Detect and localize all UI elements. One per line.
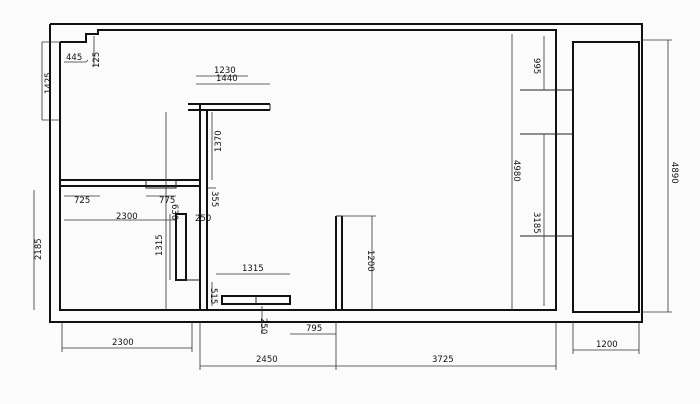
dim-125: 125 bbox=[92, 52, 102, 68]
dim-2185: 2185 bbox=[34, 238, 44, 260]
dim-1200-horizontal: 1200 bbox=[596, 340, 618, 350]
outer-walls bbox=[49, 23, 643, 323]
dim-775: 775 bbox=[159, 196, 175, 206]
dim-4980: 4980 bbox=[511, 160, 521, 182]
dim-445: 445 bbox=[66, 53, 82, 63]
dimension-labels: 445 125 1425 1230 1440 1370 725 775 355 … bbox=[34, 52, 679, 365]
dim-725: 725 bbox=[74, 196, 90, 206]
dim-250-b: 250 bbox=[258, 318, 268, 334]
dimension-lines bbox=[33, 34, 672, 370]
dim-2450: 2450 bbox=[256, 355, 278, 365]
dim-1200-vertical: 1200 bbox=[365, 250, 375, 272]
dim-1440: 1440 bbox=[216, 74, 238, 84]
dim-515: 515 bbox=[208, 288, 218, 304]
dim-1315-vertical: 1315 bbox=[155, 234, 165, 256]
right-storage-block bbox=[520, 41, 640, 313]
interior-walls bbox=[60, 103, 343, 310]
dim-1230: 1230 bbox=[214, 66, 236, 76]
dim-250-a: 250 bbox=[195, 214, 211, 224]
dim-3185: 3185 bbox=[531, 212, 541, 234]
dim-795: 795 bbox=[306, 324, 322, 334]
dim-2300-a: 2300 bbox=[116, 212, 138, 222]
dim-3725: 3725 bbox=[432, 355, 454, 365]
dim-1315-horizontal: 1315 bbox=[242, 264, 264, 274]
dim-630: 630 bbox=[169, 204, 179, 220]
dim-355: 355 bbox=[209, 191, 219, 207]
dim-1425: 1425 bbox=[44, 72, 54, 94]
dim-4890: 4890 bbox=[669, 162, 679, 184]
dim-2300-b: 2300 bbox=[112, 338, 134, 348]
dim-995: 995 bbox=[531, 58, 541, 74]
dim-1370: 1370 bbox=[214, 130, 224, 152]
